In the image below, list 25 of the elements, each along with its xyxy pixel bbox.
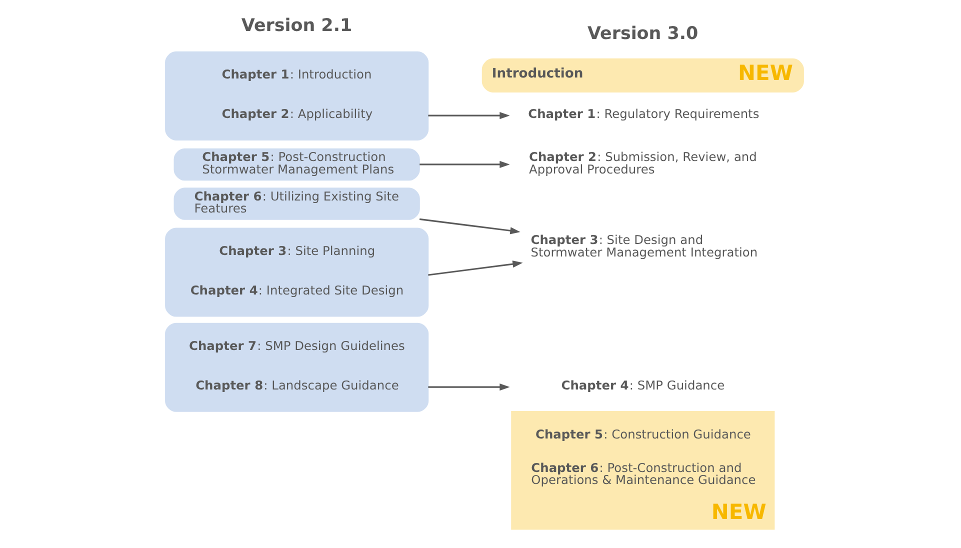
node-text: Chapter 2: Submission, Review, and Approval Procedures	[528, 150, 756, 176]
node-box: Chapter 5: Post-Construction Stormwater Management Plans	[173, 148, 420, 181]
node-text: Chapter 3: Site Planning	[218, 244, 375, 258]
arrow	[428, 112, 510, 120]
node-box: Chapter 6: Utilizing Existing Site Features	[173, 188, 420, 220]
arrow	[428, 260, 522, 276]
node-text: Chapter 3: Site Design and Stormwater Management Integration	[530, 233, 758, 260]
node-box: Introduction NEW	[481, 58, 804, 92]
cluster	[164, 51, 428, 140]
arrow	[418, 218, 520, 234]
cluster	[164, 322, 428, 412]
arrow	[419, 160, 510, 168]
node-text: Chapter 2: Applicability	[221, 106, 372, 121]
arrow	[428, 383, 510, 391]
node-text: Chapter 4: Integrated Site Design	[190, 283, 404, 298]
cluster	[164, 228, 428, 317]
node-text: Chapter 1: Regulatory Requirements	[528, 106, 759, 121]
node-text: Chapter 7: SMP Design Guidelines	[188, 339, 404, 354]
label: Version 3.0	[586, 24, 698, 44]
node-text: Chapter 1: Introduction	[221, 68, 372, 82]
node-text: Chapter 8: Landscape Guidance	[195, 378, 398, 392]
node-text: Chapter 5: Construction Guidance	[535, 427, 750, 442]
label: Version 2.1	[240, 16, 352, 36]
node-text: Chapter 4: SMP Guidance	[560, 378, 724, 392]
node-text: Chapter 6: Post-Construction and Operations & Maintenance Guidance	[530, 460, 756, 488]
